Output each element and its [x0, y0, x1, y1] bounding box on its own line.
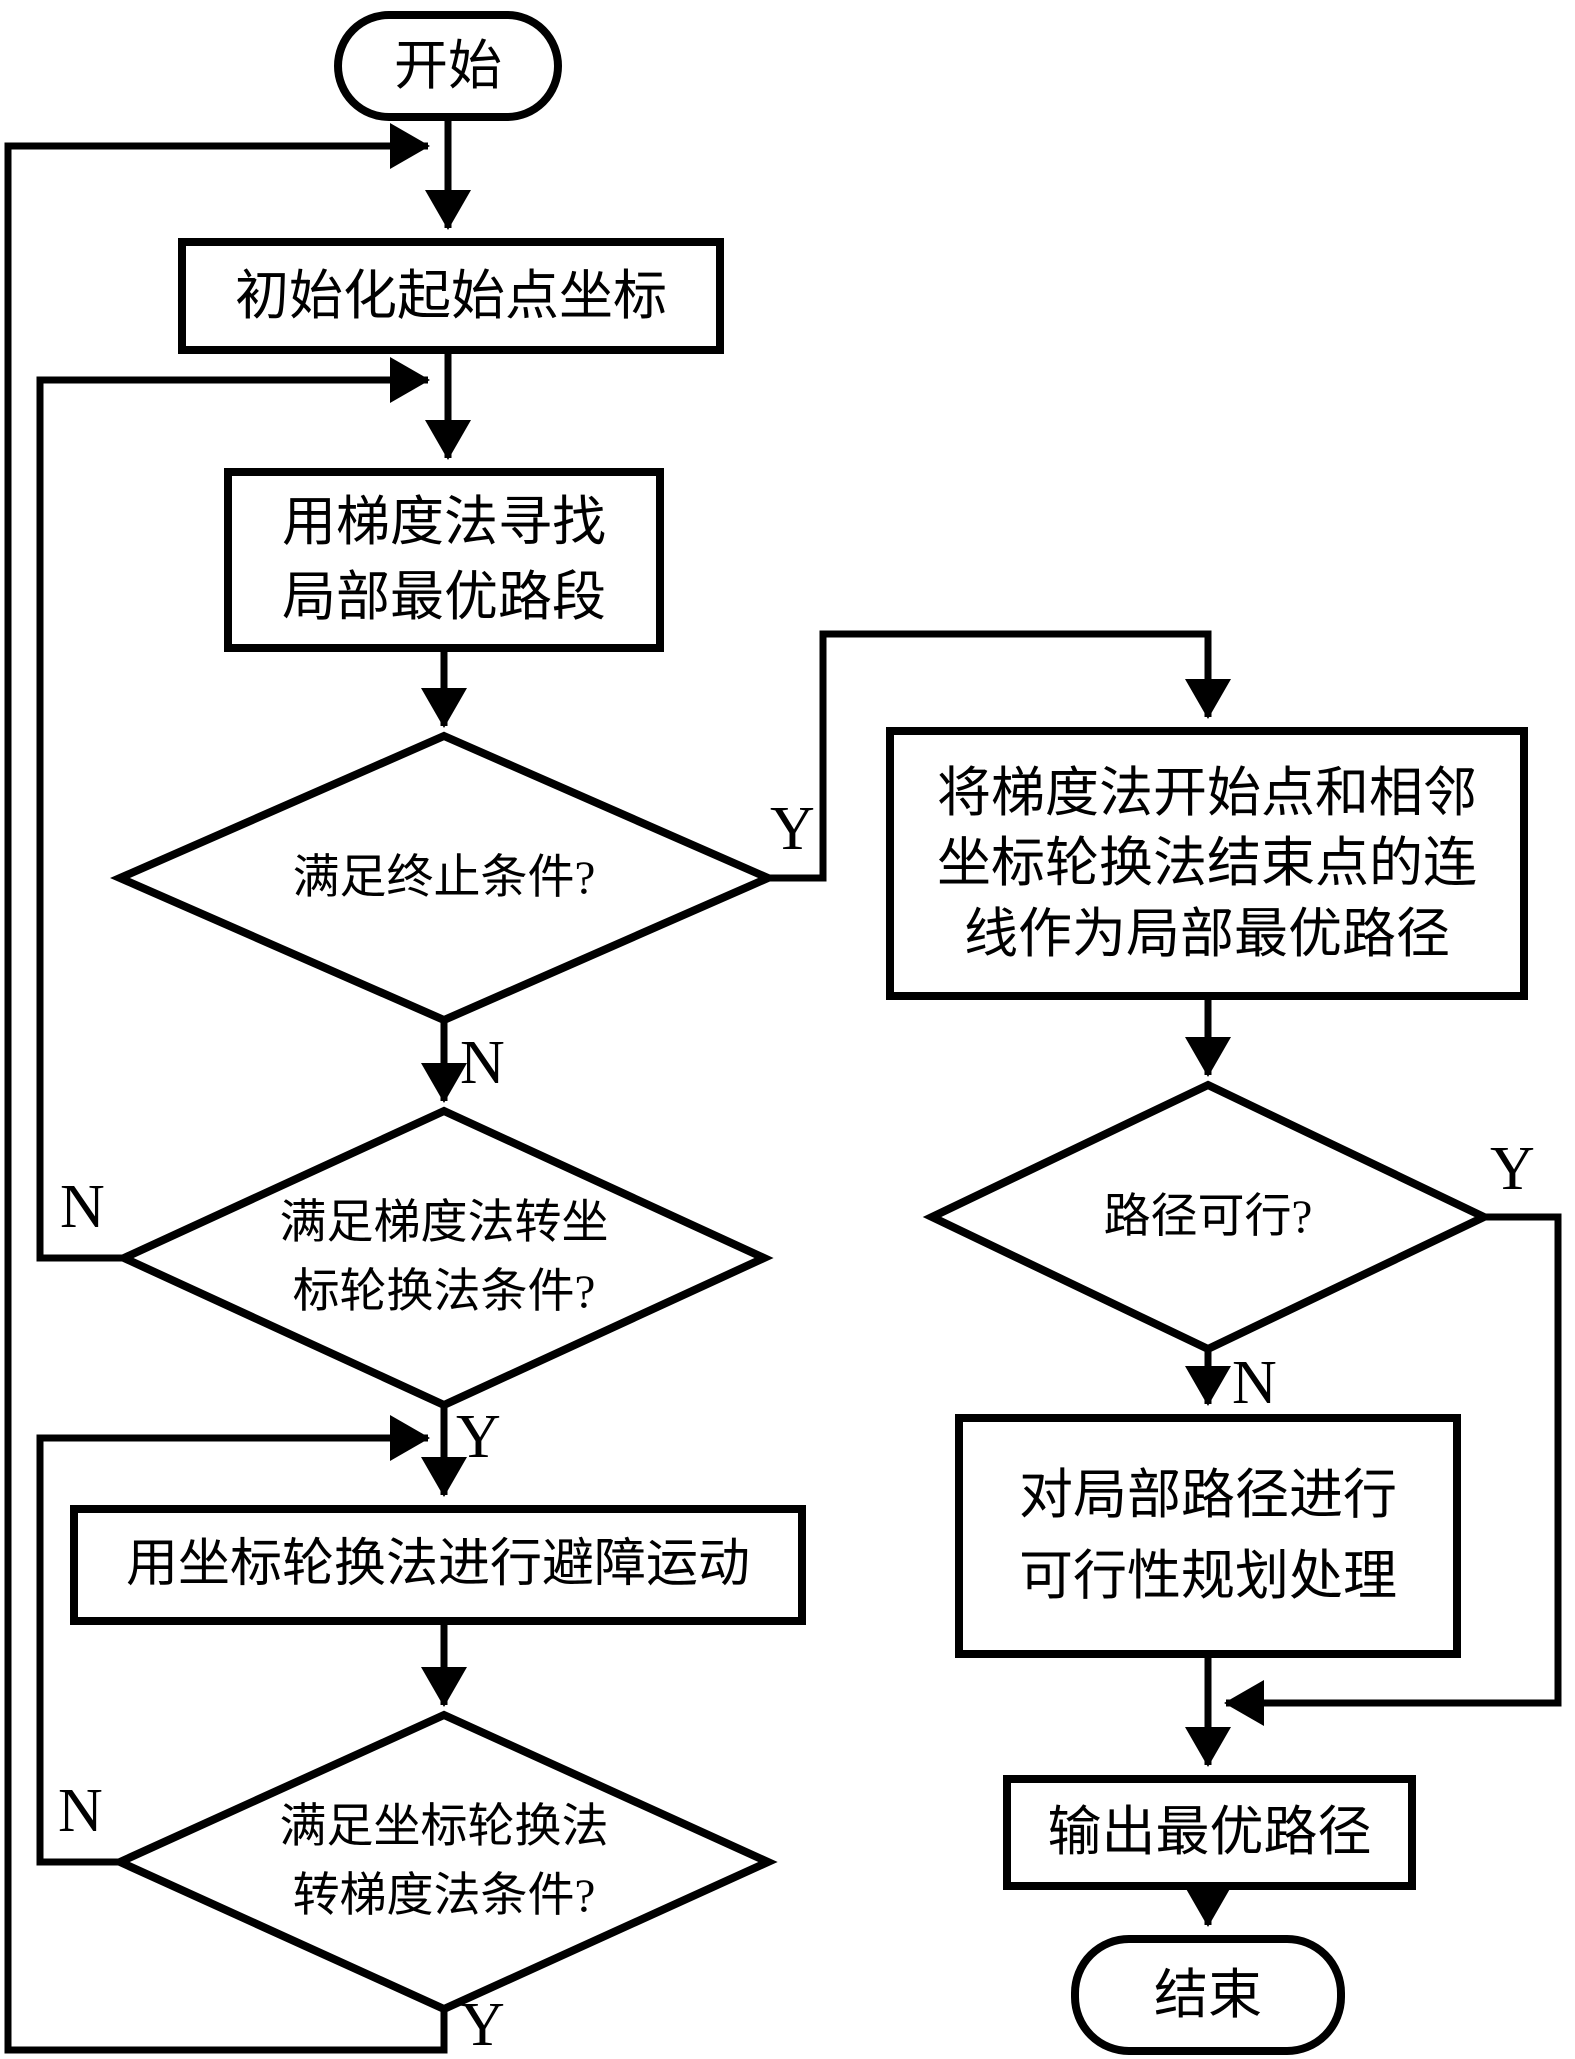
- coord-to-grad-line1: 满足坐标轮换法: [279, 1801, 609, 1854]
- decision-termination-text: 满足终止条件?: [164, 838, 724, 918]
- loop-feasible-yes: [1224, 1213, 1562, 1726]
- gradient-search-line2: 局部最优路段: [282, 567, 606, 627]
- decision-termination-shape: [110, 731, 778, 1025]
- process-connect-line: 将梯度法开始点和相邻 坐标轮换法结束点的连 线作为局部最优路径: [886, 727, 1528, 1000]
- arrow-termination-yes: [768, 630, 1231, 882]
- start-terminator: 开始: [334, 11, 562, 121]
- feasibility-process-line2: 可行性规划处理: [1019, 1546, 1397, 1606]
- path-feasible-label: 路径可行?: [1103, 1190, 1313, 1243]
- end-terminator: 结束: [1071, 1935, 1345, 2055]
- branch-label-coord-to-grad-yes: Y: [460, 1991, 505, 2059]
- output-path-label: 输出最优路径: [1047, 1802, 1372, 1863]
- decision-path-feasible-text: 路径可行?: [988, 1180, 1428, 1254]
- branch-label-coord-to-grad-no: N: [58, 1777, 103, 1845]
- decision-coord-to-grad-shape: [110, 1710, 778, 2014]
- connect-line-line2: 坐标轮换法结束点的连: [937, 833, 1477, 894]
- loop-coord-to-grad-no: [36, 1415, 430, 1866]
- gradient-search-line1: 用梯度法寻找: [282, 492, 606, 553]
- connect-line-line1: 将梯度法开始点和相邻: [937, 763, 1477, 824]
- process-feasibility-planning: 对局部路径进行 可行性规划处理: [955, 1414, 1461, 1658]
- process-init-coordinates: 初始化起始点坐标: [178, 238, 724, 354]
- grad-to-coord-line2: 标轮换法条件?: [292, 1266, 596, 1318]
- termination-check-label: 满足终止条件?: [292, 851, 596, 904]
- decision-grad-to-coord-text: 满足梯度法转坐 标轮换法条件?: [184, 1186, 704, 1330]
- branch-label-termination-yes: Y: [770, 795, 815, 863]
- branch-label-path-feasible-yes: Y: [1490, 1135, 1535, 1203]
- loop-grad-to-coord-no: [36, 357, 430, 1262]
- decision-path-feasible-shape: [922, 1080, 1494, 1354]
- connect-line-line3: 线作为局部最优路径: [964, 903, 1450, 964]
- coord-to-grad-line2: 转梯度法条件?: [292, 1870, 596, 1922]
- loop-coord-to-grad-yes: [4, 123, 448, 2054]
- start-label: 开始: [394, 35, 502, 96]
- process-output-path: 输出最优路径: [1003, 1775, 1416, 1890]
- grad-to-coord-line1: 满足梯度法转坐: [279, 1197, 609, 1250]
- process-coord-rotation-motion: 用坐标轮换法进行避障运动: [70, 1505, 806, 1625]
- decision-coord-to-grad-text: 满足坐标轮换法 转梯度法条件?: [184, 1790, 704, 1934]
- process-init-label: 初始化起始点坐标: [235, 265, 667, 326]
- feasibility-process-line1: 对局部路径进行: [1019, 1465, 1397, 1525]
- end-label: 结束: [1154, 1964, 1262, 2025]
- branch-label-path-feasible-no: N: [1232, 1349, 1277, 1417]
- process-gradient-search: 用梯度法寻找 局部最优路段: [224, 468, 664, 652]
- coord-rotation-motion-label: 用坐标轮换法进行避障运动: [125, 1536, 750, 1594]
- branch-label-grad-to-coord-no: N: [60, 1173, 105, 1241]
- decision-grad-to-coord-shape: [114, 1106, 774, 1410]
- branch-label-termination-no: N: [460, 1029, 505, 1097]
- branch-label-grad-to-coord-yes: Y: [456, 1403, 501, 1471]
